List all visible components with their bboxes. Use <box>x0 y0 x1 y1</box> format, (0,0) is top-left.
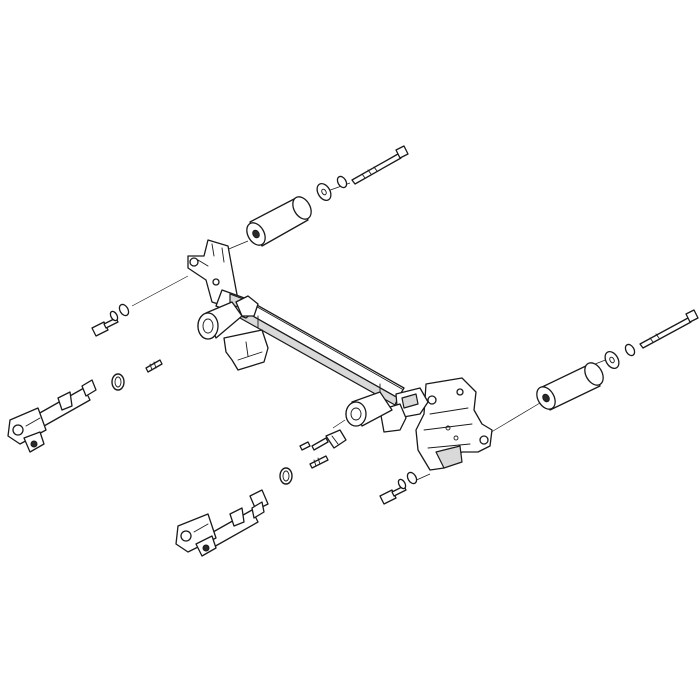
spring-clips <box>111 373 293 485</box>
right-spacer-tube <box>536 362 604 411</box>
left-tab-arm <box>7 379 97 453</box>
left-mounting-bracket <box>187 239 269 371</box>
left-spacer-tube <box>246 196 312 247</box>
left-long-bolt <box>316 145 409 202</box>
safety-pins <box>145 359 347 469</box>
right-long-bolt <box>604 309 699 370</box>
right-mounting-bracket <box>345 377 493 471</box>
main-crossbar <box>239 299 405 406</box>
short-bolts-washers <box>91 303 418 505</box>
right-tab-arm <box>175 489 269 557</box>
